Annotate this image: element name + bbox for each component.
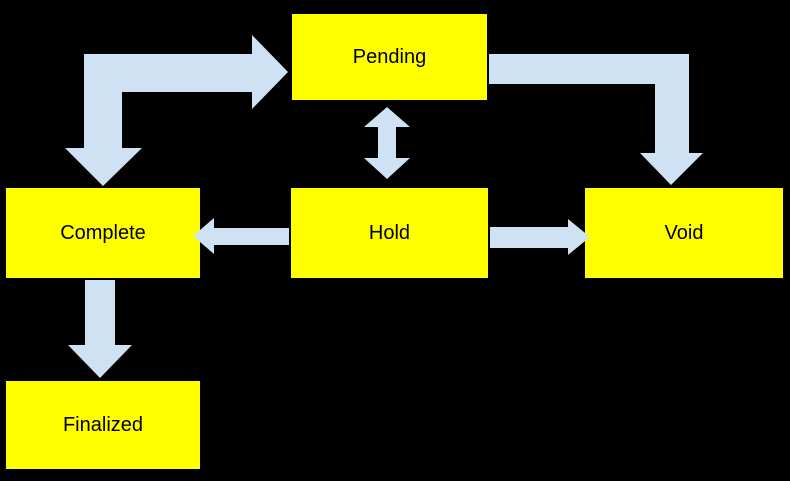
arrow-pending-to-complete-icon [65, 54, 142, 186]
node-void: Void [583, 186, 785, 280]
node-hold: Hold [289, 186, 490, 280]
node-complete: Complete [4, 186, 202, 280]
node-finalized-label: Finalized [62, 413, 144, 436]
arrow-complete-to-pending-icon [84, 35, 288, 109]
node-complete-label: Complete [60, 221, 146, 244]
node-hold-label: Hold [368, 221, 411, 244]
node-void-label: Void [664, 221, 704, 244]
node-finalized: Finalized [4, 379, 202, 471]
arrow-pending-to-void-icon [489, 54, 703, 185]
node-pending: Pending [290, 12, 489, 102]
arrow-hold-to-complete-icon [193, 218, 289, 254]
arrow-hold-to-void-icon [490, 219, 590, 255]
node-pending-label: Pending [352, 45, 427, 68]
arrow-complete-to-finalized-icon [68, 280, 132, 378]
arrow-pending-hold-bidirectional-icon [364, 107, 410, 179]
